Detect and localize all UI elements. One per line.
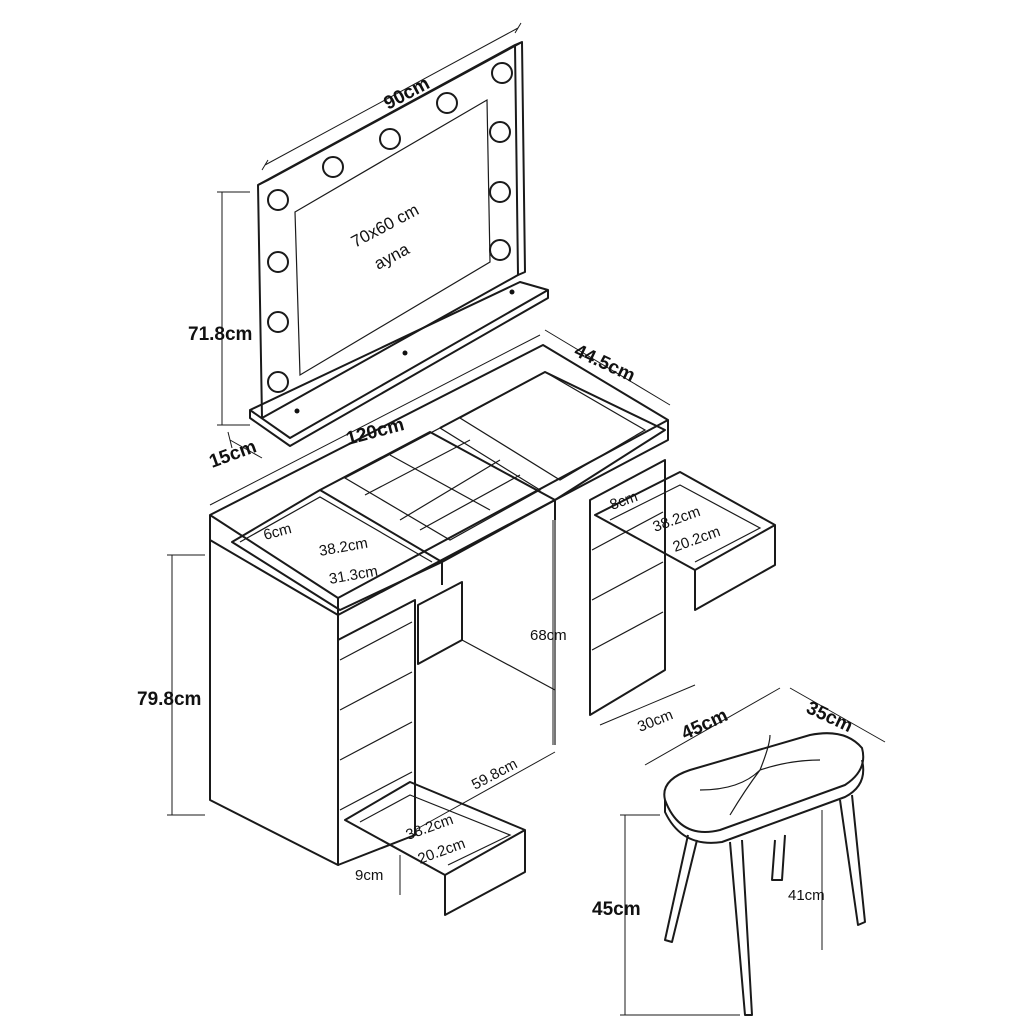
stool <box>663 732 866 1016</box>
stool-depth-label: 35cm <box>803 697 856 737</box>
mirror <box>249 41 549 447</box>
right-drawer-depth-label: 8cm <box>608 488 640 514</box>
stool-height-label: 45cm <box>592 899 641 920</box>
desk-height-label: 79.8cm <box>137 689 201 710</box>
left-tray-depth-label: 6cm <box>262 520 294 544</box>
desk-knee-width-label: 59.8cm <box>469 755 520 793</box>
pedestal-depth-label: 30cm <box>635 706 675 736</box>
mirror-glass-size-label: 70x60 cm <box>348 200 422 251</box>
desk-knee-height-label: 68cm <box>530 627 567 644</box>
mirror-width-label: 90cm <box>380 73 433 114</box>
stool-dimension-lines <box>620 687 886 1016</box>
bottom-drawer-depth-label: 9cm <box>355 867 383 884</box>
bottom-drawer-width-label: 20.2cm <box>416 835 468 868</box>
left-tray-length-label: 38.2cm <box>318 535 369 560</box>
mirror-dimension-lines <box>217 22 522 459</box>
stool-leg-height-label: 41cm <box>788 887 825 904</box>
right-drawer-width-label: 20.2cm <box>671 523 723 556</box>
desk-dimension-lines <box>167 329 696 895</box>
mirror-height-label: 71.8cm <box>188 324 252 345</box>
desk-depth-label: 44.5cm <box>571 340 638 386</box>
desk <box>209 344 776 916</box>
mirror-glass-label: ayna <box>371 239 413 273</box>
mirror-bulbs <box>267 62 513 393</box>
stool-width-label: 45cm <box>678 705 731 745</box>
left-tray-width-label: 31.3cm <box>328 563 379 588</box>
bottom-drawer-length-label: 38.2cm <box>404 811 456 844</box>
